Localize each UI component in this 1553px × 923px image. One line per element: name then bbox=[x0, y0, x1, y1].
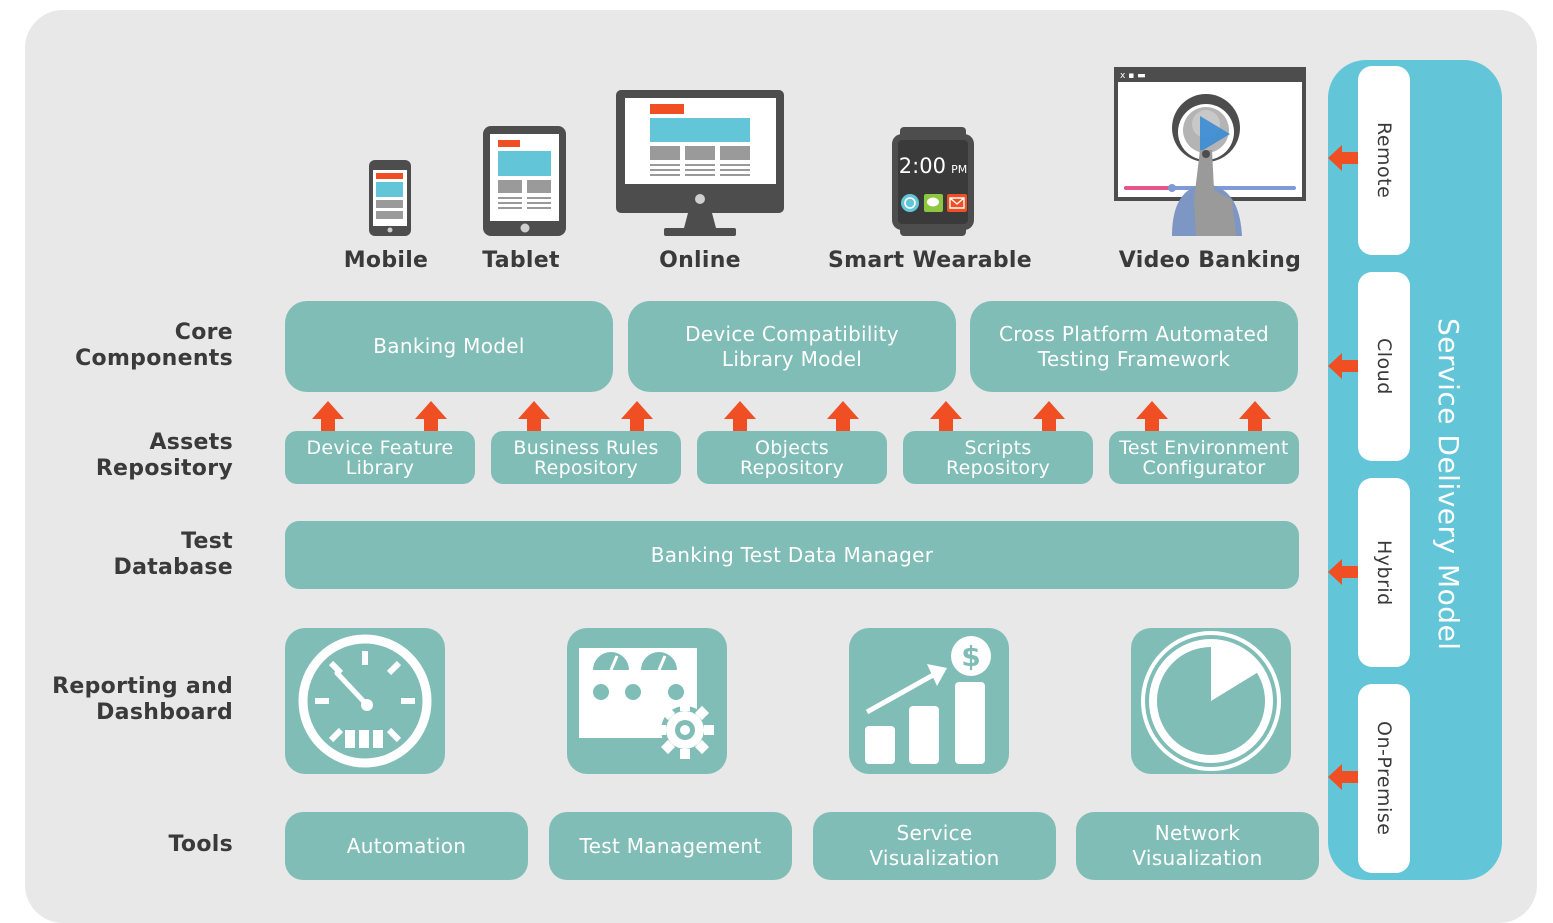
svg-text:$: $ bbox=[961, 640, 980, 673]
asset-device-feature-library: Device Feature Library bbox=[285, 431, 475, 484]
core-cross-platform-framework: Cross Platform Automated Testing Framewo… bbox=[970, 301, 1298, 392]
growth-chart-dollar-icon: $ bbox=[865, 636, 991, 764]
delivery-option-label: On-Premise bbox=[1373, 721, 1395, 836]
banking-test-data-manager: Banking Test Data Manager bbox=[285, 521, 1299, 589]
core-device-compatibility: Device Compatibility Library Model bbox=[628, 301, 956, 392]
smartwatch-icon bbox=[892, 127, 974, 236]
left-arrow-icon bbox=[1328, 145, 1358, 171]
service-delivery-model-title: Service Delivery Model bbox=[1432, 318, 1465, 651]
tablet-icon bbox=[483, 126, 566, 236]
core-banking-model: Banking Model bbox=[285, 301, 613, 392]
svg-text:x ▪ ▬: x ▪ ▬ bbox=[1120, 71, 1146, 81]
speedometer-icon bbox=[298, 634, 432, 768]
tool-network-visualization: Network Visualization bbox=[1076, 812, 1319, 880]
device-label-wearable: Smart Wearable bbox=[828, 248, 1032, 273]
asset-test-environment-configurator: Test Environment Configurator bbox=[1109, 431, 1299, 484]
tool-automation: Automation bbox=[285, 812, 528, 880]
tool-service-visualization: Service Visualization bbox=[813, 812, 1056, 880]
left-arrow-icon bbox=[1328, 353, 1358, 379]
delivery-option-hybrid: Hybrid bbox=[1358, 478, 1410, 667]
delivery-option-label: Hybrid bbox=[1373, 539, 1395, 606]
wearable-ampm: PM bbox=[951, 163, 968, 176]
growth-chart-tile: $ bbox=[849, 628, 1009, 774]
asset-objects-repository: Objects Repository bbox=[697, 431, 887, 484]
wearable-time-display: 2:00 PM bbox=[898, 154, 968, 178]
device-label-online: Online bbox=[659, 248, 741, 273]
row-label-core-components: Core Components bbox=[75, 320, 233, 371]
device-label-tablet: Tablet bbox=[482, 248, 560, 273]
delivery-option-label: Cloud bbox=[1373, 338, 1395, 395]
pie-timer-icon bbox=[1141, 631, 1281, 771]
control-panel-gear-icon bbox=[579, 648, 714, 759]
service-delivery-model-panel bbox=[1328, 60, 1502, 880]
delivery-option-on-premise: On-Premise bbox=[1358, 684, 1410, 873]
video-banking-icon: x ▪ ▬ bbox=[1114, 67, 1306, 236]
device-label-video-banking: Video Banking bbox=[1118, 248, 1302, 273]
device-label-mobile: Mobile bbox=[343, 248, 429, 273]
mobile-icon bbox=[369, 160, 411, 236]
speedometer-tile bbox=[285, 628, 445, 774]
asset-business-rules-repository: Business Rules Repository bbox=[491, 431, 681, 484]
tool-test-management: Test Management bbox=[549, 812, 792, 880]
row-label-reporting-dashboard: Reporting and Dashboard bbox=[52, 674, 233, 725]
row-label-assets-repository: Assets Repository bbox=[95, 430, 233, 481]
asset-scripts-repository: Scripts Repository bbox=[903, 431, 1093, 484]
left-arrow-icon bbox=[1328, 559, 1358, 585]
left-arrow-icon bbox=[1328, 764, 1358, 790]
control-panel-tile bbox=[567, 628, 727, 774]
row-label-tools: Tools bbox=[168, 832, 233, 857]
delivery-option-label: Remote bbox=[1373, 122, 1395, 199]
wearable-time: 2:00 bbox=[898, 154, 946, 178]
monitor-icon bbox=[616, 90, 784, 236]
row-label-test-database: Test Database bbox=[113, 529, 233, 580]
delivery-option-cloud: Cloud bbox=[1358, 272, 1410, 461]
pie-timer-tile bbox=[1131, 628, 1291, 774]
delivery-option-remote: Remote bbox=[1358, 66, 1410, 255]
